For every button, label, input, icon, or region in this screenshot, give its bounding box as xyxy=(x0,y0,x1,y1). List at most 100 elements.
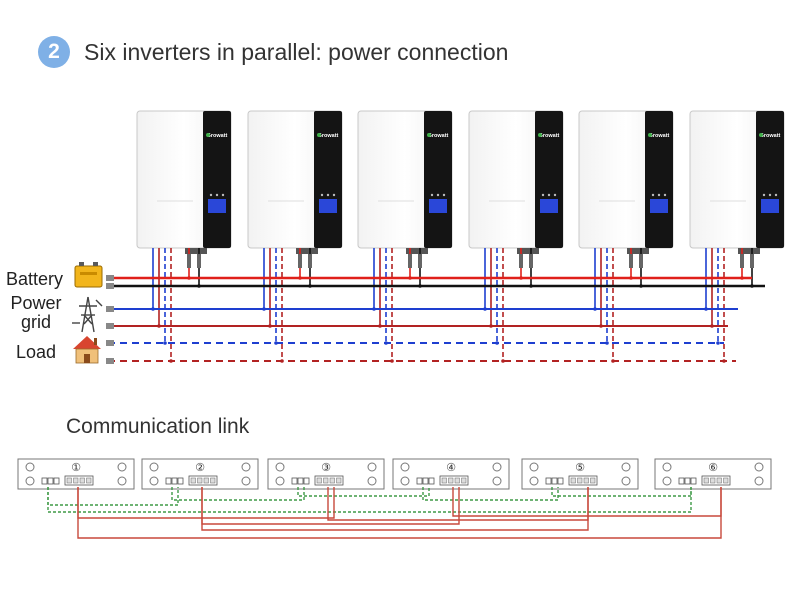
inverter-display xyxy=(761,199,779,213)
power-grid-label-line1: Power xyxy=(10,293,62,313)
rj45-port xyxy=(577,477,583,484)
comm-module-1: ① xyxy=(17,458,135,490)
comm-module-6: ⑥ xyxy=(654,458,772,490)
comm-module-number: ① xyxy=(71,461,81,474)
mount-hole-icon xyxy=(241,476,251,486)
mount-hole-icon xyxy=(662,476,672,486)
mount-hole-icon xyxy=(621,462,631,472)
inverter-indicator-led xyxy=(762,193,766,197)
comm-port xyxy=(47,477,54,485)
rj45-port xyxy=(570,477,576,484)
inverter-4: Growatt xyxy=(468,110,564,254)
rj45-port xyxy=(461,477,467,484)
bus-terminal xyxy=(106,340,114,346)
inverter-1: Growatt xyxy=(136,110,232,254)
brand-logo-icon xyxy=(317,133,321,137)
inverter-display xyxy=(540,199,558,213)
comm-module-number: ② xyxy=(195,461,205,474)
inverter-front-panel xyxy=(756,111,784,248)
comm-green-link-2 xyxy=(171,487,305,501)
inverter-front-panel xyxy=(424,111,452,248)
bus-terminal xyxy=(106,306,114,312)
comm-port xyxy=(545,477,552,485)
rj45-port xyxy=(190,477,196,484)
power-grid-label-line2: grid xyxy=(20,312,51,332)
mount-hole-icon xyxy=(400,476,410,486)
cable-gland xyxy=(529,254,533,268)
mount-hole-icon xyxy=(275,476,285,486)
bus-terminal xyxy=(106,323,114,329)
rj45-port-block xyxy=(314,475,344,486)
mount-hole-icon xyxy=(400,462,410,472)
cable-gland xyxy=(408,254,412,268)
inverter-terminal-block xyxy=(738,248,760,254)
comm-port xyxy=(291,477,298,485)
comm-module-5: ⑤ xyxy=(521,458,639,490)
cable-gland xyxy=(629,254,633,268)
comm-port xyxy=(557,477,564,485)
inverter-6: Growatt xyxy=(689,110,785,254)
power-grid-icon xyxy=(72,296,103,333)
junction-dot xyxy=(163,341,167,345)
rj45-port-block xyxy=(188,475,218,486)
cable-gland xyxy=(298,254,302,268)
inverter-indicator-led xyxy=(541,193,545,197)
comm-module-number: ④ xyxy=(446,461,456,474)
mount-hole-icon xyxy=(25,462,35,472)
rj45-port xyxy=(86,477,92,484)
mount-hole-icon xyxy=(25,476,35,486)
rj45-port xyxy=(316,477,322,484)
inverter-indicator-led xyxy=(332,193,336,197)
inverter-3: Growatt xyxy=(357,110,453,254)
rj45-port xyxy=(210,477,216,484)
inverter-terminal-block xyxy=(185,248,207,254)
rj45-port xyxy=(716,477,722,484)
comm-port xyxy=(165,477,172,485)
brand-logo-icon xyxy=(206,133,210,137)
mount-hole-icon xyxy=(492,476,502,486)
rj45-port-block xyxy=(439,475,469,486)
bus-terminal xyxy=(106,358,114,364)
rj45-port xyxy=(441,477,447,484)
mount-hole-icon xyxy=(662,462,672,472)
inverter-indicator-led xyxy=(209,193,213,197)
comm-port xyxy=(41,477,48,485)
comm-green-link-6 xyxy=(47,487,692,513)
mount-hole-icon xyxy=(241,462,251,472)
inverter-brand: Growatt xyxy=(539,133,560,139)
inverter-terminal-block xyxy=(627,248,649,254)
comm-red-link-1 xyxy=(77,487,335,519)
inverter-front-panel xyxy=(645,111,673,248)
mount-hole-icon xyxy=(754,476,764,486)
inverter-2: Growatt xyxy=(247,110,343,254)
junction-dot xyxy=(716,341,720,345)
inverter-front-panel xyxy=(314,111,342,248)
rj45-port xyxy=(723,477,729,484)
rj45-port xyxy=(703,477,709,484)
inverter-indicator-led xyxy=(221,193,225,197)
inverter-terminal-block xyxy=(517,248,539,254)
inverter-display xyxy=(319,199,337,213)
comm-module-3: ③ xyxy=(267,458,385,490)
inverter-indicator-led xyxy=(663,193,667,197)
junction-dot xyxy=(390,359,394,363)
house-icon xyxy=(73,336,101,364)
rj45-port-block xyxy=(568,475,598,486)
cable-gland xyxy=(740,254,744,268)
rj45-port xyxy=(710,477,716,484)
comm-module-number: ③ xyxy=(321,461,331,474)
power-grid-label: Power grid xyxy=(8,294,64,332)
comm-port xyxy=(551,477,558,485)
inverter-display xyxy=(208,199,226,213)
cable-gland xyxy=(187,254,191,268)
comm-module-4: ④ xyxy=(392,458,510,490)
rj45-port xyxy=(448,477,454,484)
communication-title: Communication link xyxy=(66,415,250,438)
inverter-indicator-led xyxy=(436,193,440,197)
battery-icon xyxy=(74,262,103,288)
inverter-indicator-led xyxy=(547,193,551,197)
comm-port xyxy=(297,477,304,485)
mount-hole-icon xyxy=(149,476,159,486)
